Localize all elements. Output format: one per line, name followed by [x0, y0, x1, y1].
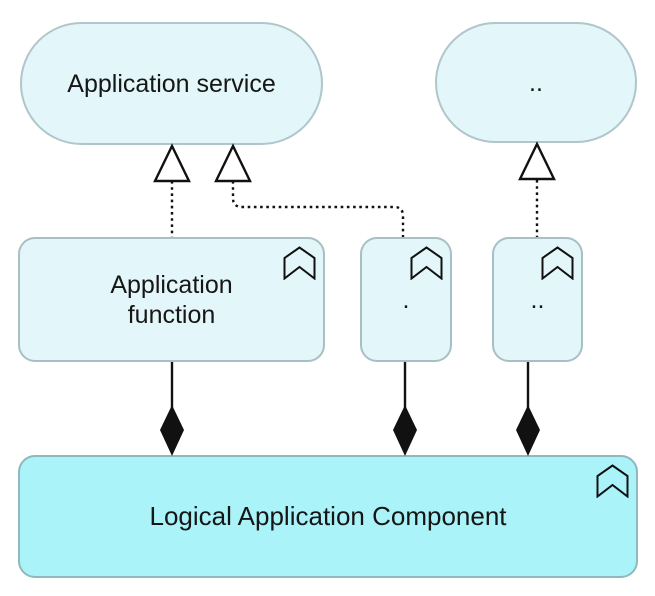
composition-connector-component-to-function	[160, 362, 184, 456]
node-label: ..	[529, 68, 543, 97]
filled-diamond	[516, 405, 540, 456]
filled-diamond	[393, 405, 417, 456]
hollow-triangle-arrowhead	[214, 143, 252, 183]
function-chevron-icon	[541, 246, 574, 280]
function-chevron-icon	[410, 246, 443, 280]
realization-connector-function-to-service	[153, 143, 191, 237]
hollow-triangle-arrowhead	[518, 141, 556, 181]
filled-diamond	[160, 405, 184, 456]
node-application-function: Application function	[18, 237, 325, 362]
node-label: Logical Application Component	[149, 500, 507, 531]
hollow-triangle-arrowhead	[153, 143, 191, 183]
function-chevron-icon	[283, 246, 316, 280]
node-service-placeholder: ..	[435, 22, 637, 143]
node-label: Application service	[67, 69, 276, 98]
node-label: .	[402, 285, 410, 314]
node-logical-application-component: Logical Application Component	[18, 455, 638, 578]
realization-connector-placeholder2-to-service-placeholder	[518, 141, 556, 237]
node-label: Application function	[110, 270, 233, 329]
node-label: ..	[530, 285, 545, 314]
realization-connector-placeholder1-to-service	[214, 143, 405, 237]
node-function-placeholder-1: .	[360, 237, 452, 362]
node-application-service: Application service	[20, 22, 323, 145]
composition-connector-component-to-placeholder1	[393, 362, 417, 456]
node-function-placeholder-2: ..	[492, 237, 583, 362]
composition-connector-component-to-placeholder2	[516, 362, 540, 456]
function-chevron-icon	[596, 464, 629, 498]
